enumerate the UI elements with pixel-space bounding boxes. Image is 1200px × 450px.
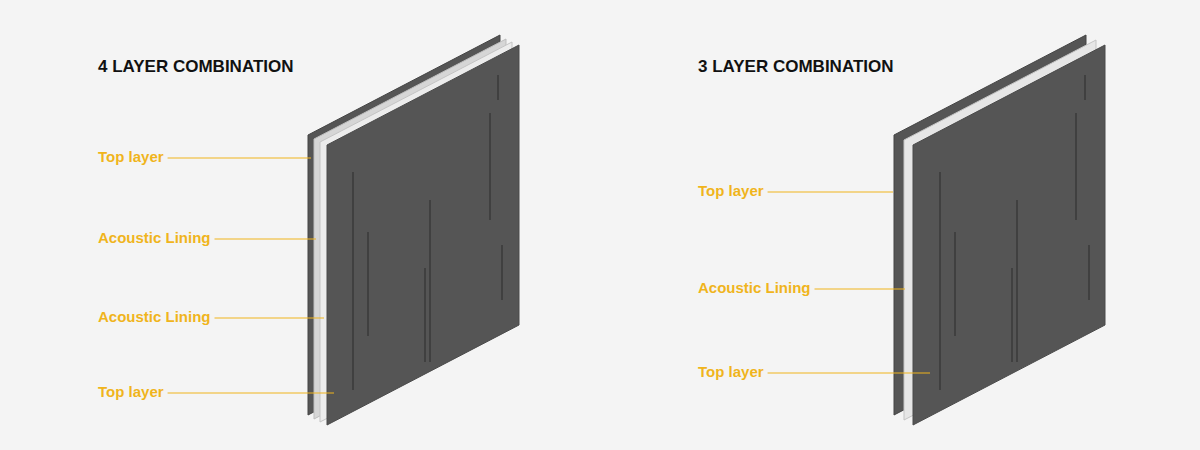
leader-line	[168, 392, 334, 393]
leader-line	[215, 238, 317, 239]
three-layer-stack	[894, 35, 1105, 425]
four-layer-stack	[308, 35, 519, 425]
combination-heading: 3 LAYER COMBINATION	[698, 57, 894, 77]
layer-callout: Acoustic Lining	[98, 229, 211, 247]
combination-heading: 4 LAYER COMBINATION	[98, 57, 294, 77]
layer-callout: Top layer	[698, 182, 764, 200]
leader-line	[768, 191, 893, 192]
leader-line	[168, 157, 311, 158]
leader-line	[768, 372, 930, 373]
top-layer-panel	[913, 45, 1105, 425]
layer-callout: Top layer	[98, 148, 164, 166]
top-layer-panel	[327, 45, 519, 425]
leader-line	[215, 317, 325, 318]
panel-grooves	[353, 75, 502, 390]
panel-grooves	[940, 75, 1089, 390]
leader-line	[815, 288, 906, 289]
layer-callout: Top layer	[698, 363, 764, 381]
layer-callout: Acoustic Lining	[98, 308, 211, 326]
layer-callout: Acoustic Lining	[698, 279, 811, 297]
layer-callout: Top layer	[98, 383, 164, 401]
